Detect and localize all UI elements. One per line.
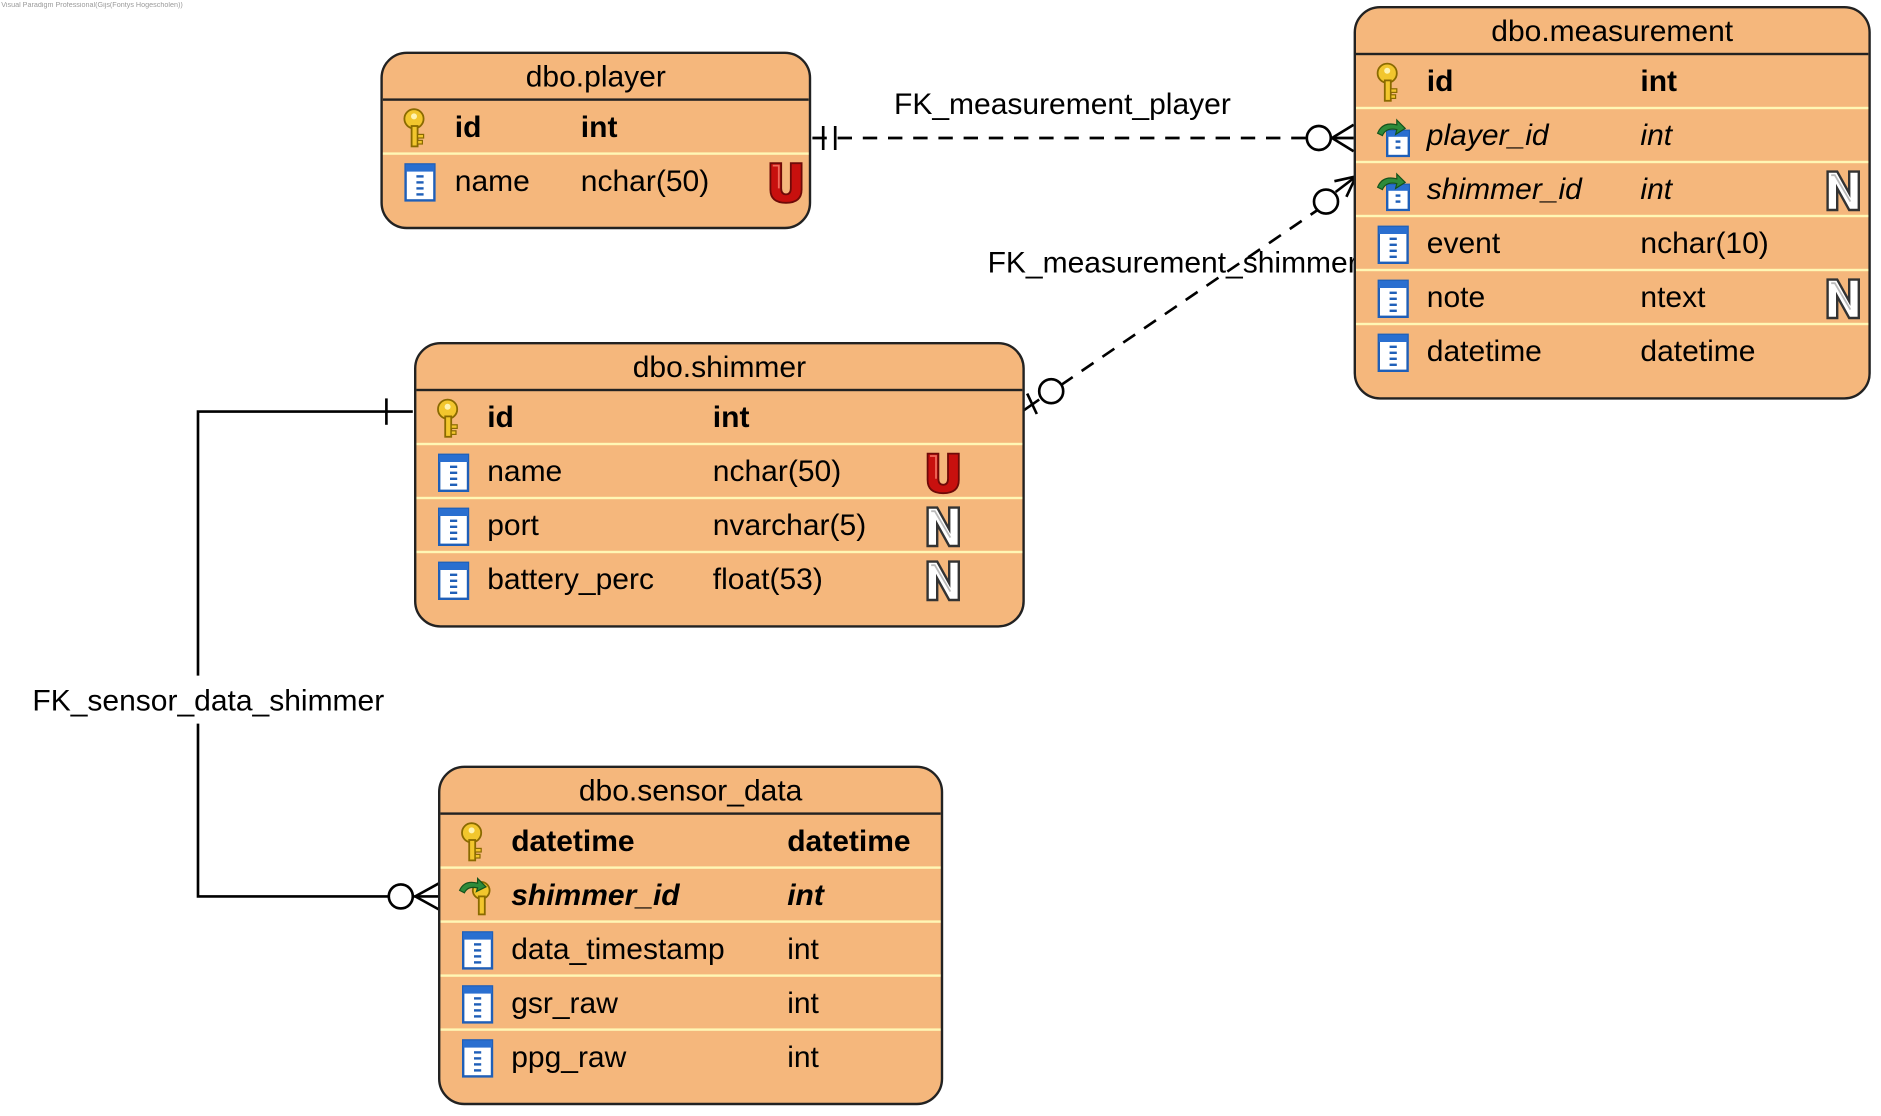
nullable-icon <box>1824 276 1862 322</box>
column-name: name <box>487 454 563 489</box>
column-row-gsr-raw[interactable]: gsr_raw int <box>440 977 941 1031</box>
column-row-datetime[interactable]: datetime datetime <box>440 815 941 869</box>
column-row-shimmer-id[interactable]: shimmer_id int <box>1356 163 1869 218</box>
column-name: id <box>487 400 514 435</box>
column-name: datetime <box>1426 334 1542 369</box>
column-icon <box>400 162 441 203</box>
entity-sensor-data[interactable]: dbo.sensor_data datetime datetime shimmer_… <box>438 765 944 1106</box>
column-icon <box>433 506 474 547</box>
column-name: port <box>487 508 539 543</box>
foreign-key-icon <box>1373 116 1414 158</box>
column-type: int <box>787 1040 819 1074</box>
primary-key-icon <box>400 108 441 149</box>
column-type: int <box>712 400 750 435</box>
primary-key-icon <box>433 398 474 439</box>
column-name: player_id <box>1426 118 1549 153</box>
column-icon <box>433 452 474 493</box>
relation-fk-sensor-data-shimmer[interactable] <box>196 398 440 911</box>
column-row-note[interactable]: note ntext <box>1356 271 1869 326</box>
column-name: name <box>454 164 530 199</box>
column-row-name[interactable]: name nchar(50) <box>416 445 1023 500</box>
entity-title: dbo.sensor_data <box>440 768 941 815</box>
column-list: id int name nchar(50) port nvarchar(5) battery… <box>416 391 1023 607</box>
column-type: int <box>1640 172 1673 207</box>
column-type: int <box>1640 64 1678 99</box>
column-icon <box>433 560 474 601</box>
column-type: datetime <box>787 824 911 859</box>
column-row-event[interactable]: event nchar(10) <box>1356 217 1869 272</box>
column-icon <box>457 984 498 1025</box>
column-type: int <box>787 986 819 1021</box>
column-row-data-timestamp[interactable]: data_timestamp int <box>440 923 941 977</box>
relation-label-fk-sensor-data-shimmer[interactable]: FK_sensor_data_shimmer <box>32 684 385 719</box>
column-row-id[interactable]: id int <box>416 391 1023 446</box>
column-row-datetime[interactable]: datetime datetime <box>1356 325 1868 379</box>
column-icon <box>1373 224 1414 265</box>
column-type: nvarchar(5) <box>712 508 867 543</box>
unique-constraint-icon <box>924 450 962 496</box>
column-type: int <box>787 932 819 967</box>
entity-player[interactable]: dbo.player id int name nchar(50) <box>380 51 812 230</box>
column-row-id[interactable]: id int <box>1356 55 1869 110</box>
nullable-icon <box>924 558 962 604</box>
column-name: note <box>1426 280 1486 315</box>
column-row-battery-perc[interactable]: battery_perc float(53) <box>416 553 1022 607</box>
column-type: datetime <box>1640 334 1756 369</box>
column-name: id <box>1426 64 1454 99</box>
watermark: Visual Paradigm Professional(Gijs(Fontys… <box>1 2 183 10</box>
entity-title: dbo.player <box>382 54 809 101</box>
primary-key-icon <box>457 822 498 863</box>
column-row-port[interactable]: port nvarchar(5) <box>416 499 1023 554</box>
column-icon <box>1373 278 1414 319</box>
column-name: gsr_raw <box>511 986 618 1021</box>
entity-title: dbo.measurement <box>1356 8 1869 56</box>
relation-fk-measurement-player[interactable] <box>812 123 1355 153</box>
nullable-icon <box>1824 168 1862 214</box>
primary-key-icon <box>1373 62 1414 103</box>
relation-label-fk-measurement-player[interactable]: FK_measurement_player <box>894 87 1231 122</box>
column-type: int <box>1640 118 1673 153</box>
foreign-key-icon <box>1373 170 1414 212</box>
column-name: id <box>454 110 482 144</box>
column-icon <box>457 1038 498 1079</box>
column-icon <box>457 930 498 971</box>
column-row-ppg-raw[interactable]: ppg_raw int <box>440 1031 940 1085</box>
column-type: nchar(10) <box>1640 226 1769 261</box>
column-type: nchar(50) <box>712 454 842 489</box>
column-row-id[interactable]: id int <box>382 101 809 155</box>
column-row-name[interactable]: name nchar(50) <box>383 155 809 209</box>
column-row-shimmer-id[interactable]: shimmer_id int <box>440 869 941 923</box>
column-name: shimmer_id <box>511 878 680 913</box>
relation-fk-measurement-shimmer[interactable] <box>1022 175 1358 415</box>
relation-label-fk-measurement-shimmer[interactable]: FK_measurement_shimmer <box>987 246 1358 280</box>
entity-title: dbo.shimmer <box>416 344 1023 392</box>
column-name: ppg_raw <box>511 1040 627 1074</box>
entity-shimmer[interactable]: dbo.shimmer id int name nchar(50) port nvarch… <box>414 342 1025 628</box>
column-name: battery_perc <box>487 562 654 597</box>
column-type: int <box>787 878 824 913</box>
column-type: float(53) <box>712 562 823 597</box>
column-name: event <box>1426 226 1501 261</box>
column-type: int <box>580 110 618 144</box>
unique-constraint-icon <box>767 160 805 206</box>
column-icon <box>1373 332 1414 373</box>
nullable-icon <box>924 504 962 550</box>
primary-foreign-key-icon <box>457 876 498 917</box>
column-row-player-id[interactable]: player_id int <box>1356 109 1869 164</box>
column-type: ntext <box>1640 280 1706 315</box>
column-type: nchar(50) <box>580 164 710 199</box>
column-list: id int name nchar(50) <box>382 101 809 209</box>
column-name: shimmer_id <box>1426 172 1582 207</box>
column-name: data_timestamp <box>511 932 725 967</box>
column-name: datetime <box>511 824 635 859</box>
